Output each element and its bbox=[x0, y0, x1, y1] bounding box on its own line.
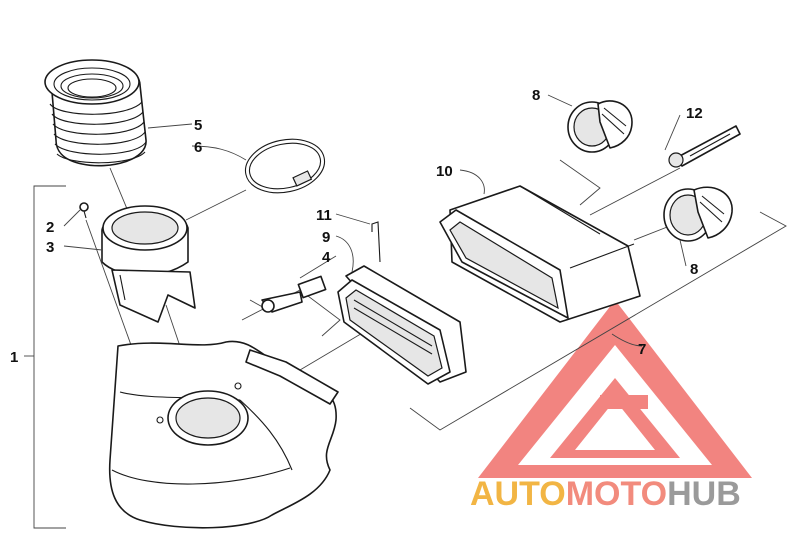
callout-12: 12 bbox=[686, 105, 703, 122]
callout-11: 11 bbox=[316, 207, 332, 224]
watermark-text: AUTOMOTOHUB bbox=[470, 475, 741, 513]
callout-8-bottom: 8 bbox=[690, 261, 698, 278]
hose-clamp bbox=[244, 138, 326, 194]
bellows-boot bbox=[44, 59, 147, 167]
filter-cover bbox=[439, 185, 641, 323]
callout-7: 7 bbox=[638, 341, 646, 358]
assembly-bracket bbox=[33, 185, 66, 529]
watermark-auto: AUTO bbox=[470, 475, 566, 513]
air-filter-element bbox=[337, 265, 467, 385]
callout-9: 9 bbox=[322, 229, 330, 246]
callout-3: 3 bbox=[46, 239, 54, 256]
watermark-moto: MOTO bbox=[566, 475, 667, 513]
latch bbox=[261, 275, 327, 313]
air-box-housing bbox=[108, 340, 339, 529]
callout-4: 4 bbox=[322, 249, 331, 266]
watermark-logo bbox=[478, 300, 752, 478]
callout-6: 6 bbox=[194, 139, 202, 156]
intake-adapter bbox=[101, 205, 196, 323]
drain-plug-top bbox=[567, 100, 633, 153]
callout-2: 2 bbox=[46, 219, 54, 236]
watermark-hub: HUB bbox=[667, 475, 741, 513]
identification-tag bbox=[668, 125, 741, 168]
screw bbox=[79, 202, 89, 219]
drain-plug-bottom bbox=[663, 186, 733, 242]
callout-10: 10 bbox=[436, 163, 453, 180]
retaining-clip bbox=[371, 221, 381, 263]
callout-5: 5 bbox=[194, 117, 202, 134]
callout-8-top: 8 bbox=[532, 87, 540, 104]
callout-1: 1 bbox=[10, 349, 18, 366]
